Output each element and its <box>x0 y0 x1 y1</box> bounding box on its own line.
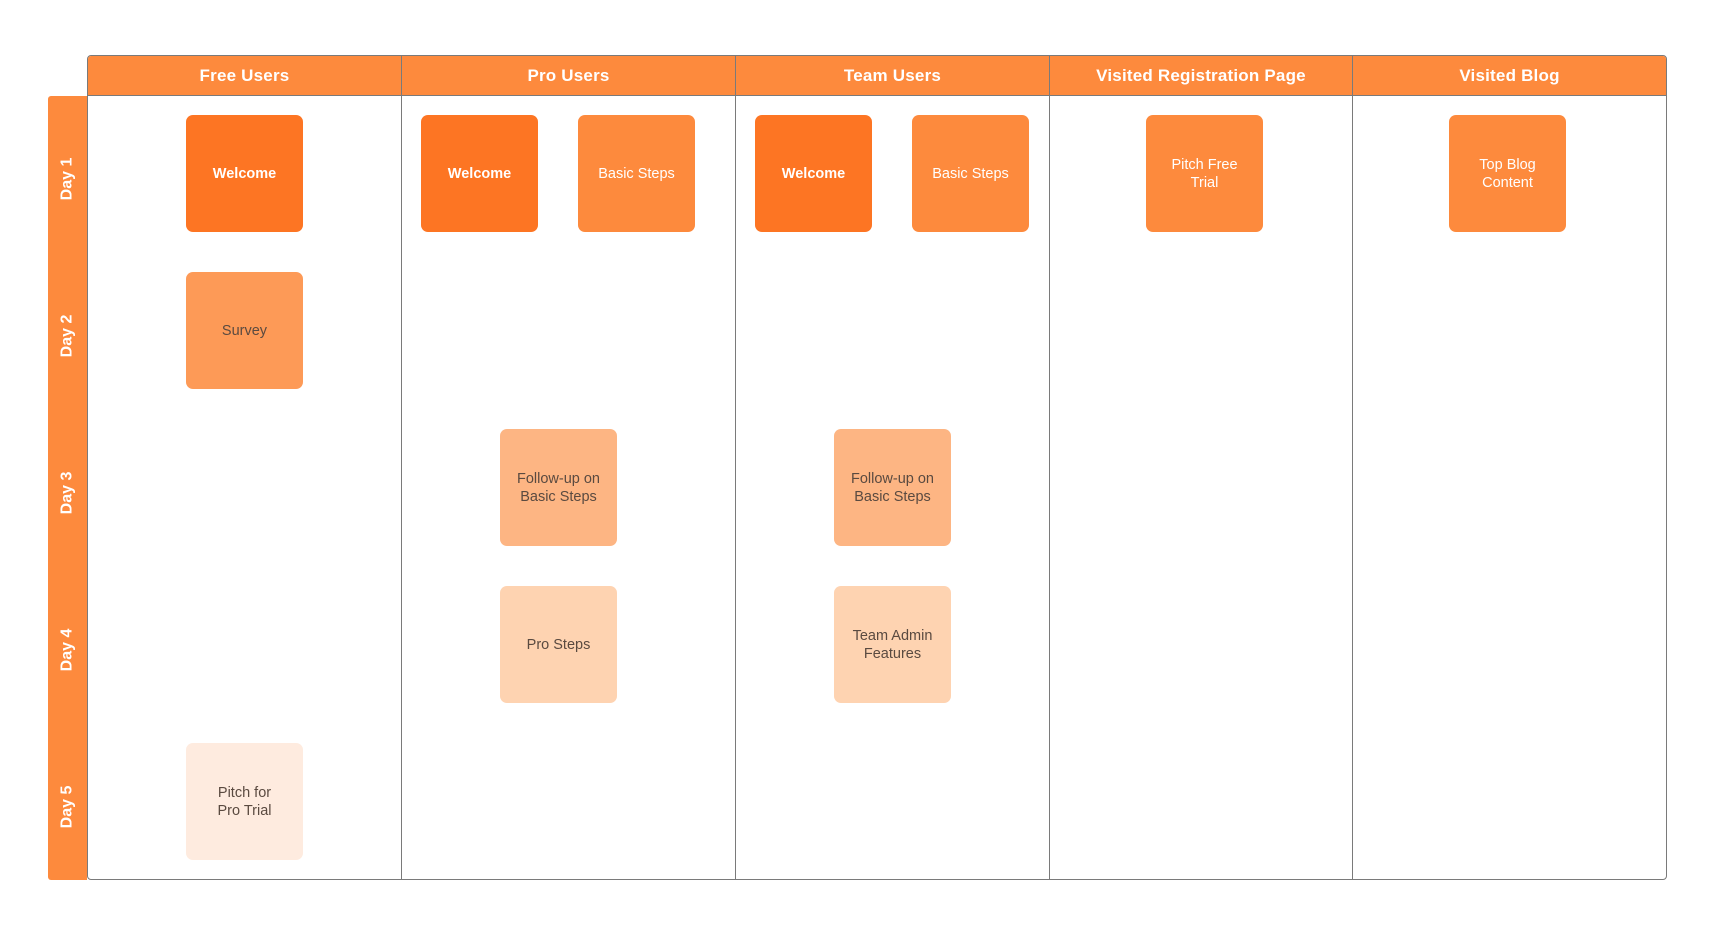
lane-header-pro-users: Pro Users <box>527 66 610 85</box>
row-label-text: Day 2 <box>58 314 76 357</box>
lane-header-visited-registration-page: Visited Registration Page <box>1096 66 1306 85</box>
card-team-follow-up[interactable]: Follow-up on Basic Steps <box>834 429 951 546</box>
row-label-day-3: Day 3 <box>48 414 87 571</box>
card-blog-top-content[interactable]: Top Blog Content <box>1449 115 1566 232</box>
card-team-welcome[interactable]: Welcome <box>755 115 872 232</box>
lane-divider <box>1049 56 1050 879</box>
row-label-text: Day 3 <box>58 471 76 514</box>
card-registration-pitch-free-trial[interactable]: Pitch Free Trial <box>1146 115 1263 232</box>
lane-header-team-users: Team Users <box>843 66 942 85</box>
lane-header-visited-blog: Visited Blog <box>1459 66 1560 85</box>
lane-divider <box>401 56 402 879</box>
card-pro-steps[interactable]: Pro Steps <box>500 586 617 703</box>
lanes-frame: Free Users Pro Users Team Users Visited … <box>87 55 1667 880</box>
row-label-text: Day 1 <box>58 157 76 200</box>
lane-header-free-users: Free Users <box>199 66 290 85</box>
row-label-text: Day 4 <box>58 628 76 671</box>
card-pro-follow-up[interactable]: Follow-up on Basic Steps <box>500 429 617 546</box>
lane-divider <box>735 56 736 879</box>
card-team-basic-steps[interactable]: Basic Steps <box>912 115 1029 232</box>
row-label-text: Day 5 <box>58 785 76 828</box>
card-free-welcome[interactable]: Welcome <box>186 115 303 232</box>
lane-header-row <box>88 56 1666 96</box>
card-team-admin-features[interactable]: Team Admin Features <box>834 586 951 703</box>
day-row-bar <box>48 96 87 880</box>
card-pro-welcome[interactable]: Welcome <box>421 115 538 232</box>
card-pro-basic-steps[interactable]: Basic Steps <box>578 115 695 232</box>
card-free-pitch-pro-trial[interactable]: Pitch for Pro Trial <box>186 743 303 860</box>
row-label-day-2: Day 2 <box>48 257 87 414</box>
lane-divider <box>1352 56 1353 879</box>
row-label-day-1: Day 1 <box>48 100 87 257</box>
card-free-survey[interactable]: Survey <box>186 272 303 389</box>
row-label-day-5: Day 5 <box>48 728 87 885</box>
row-label-day-4: Day 4 <box>48 571 87 728</box>
